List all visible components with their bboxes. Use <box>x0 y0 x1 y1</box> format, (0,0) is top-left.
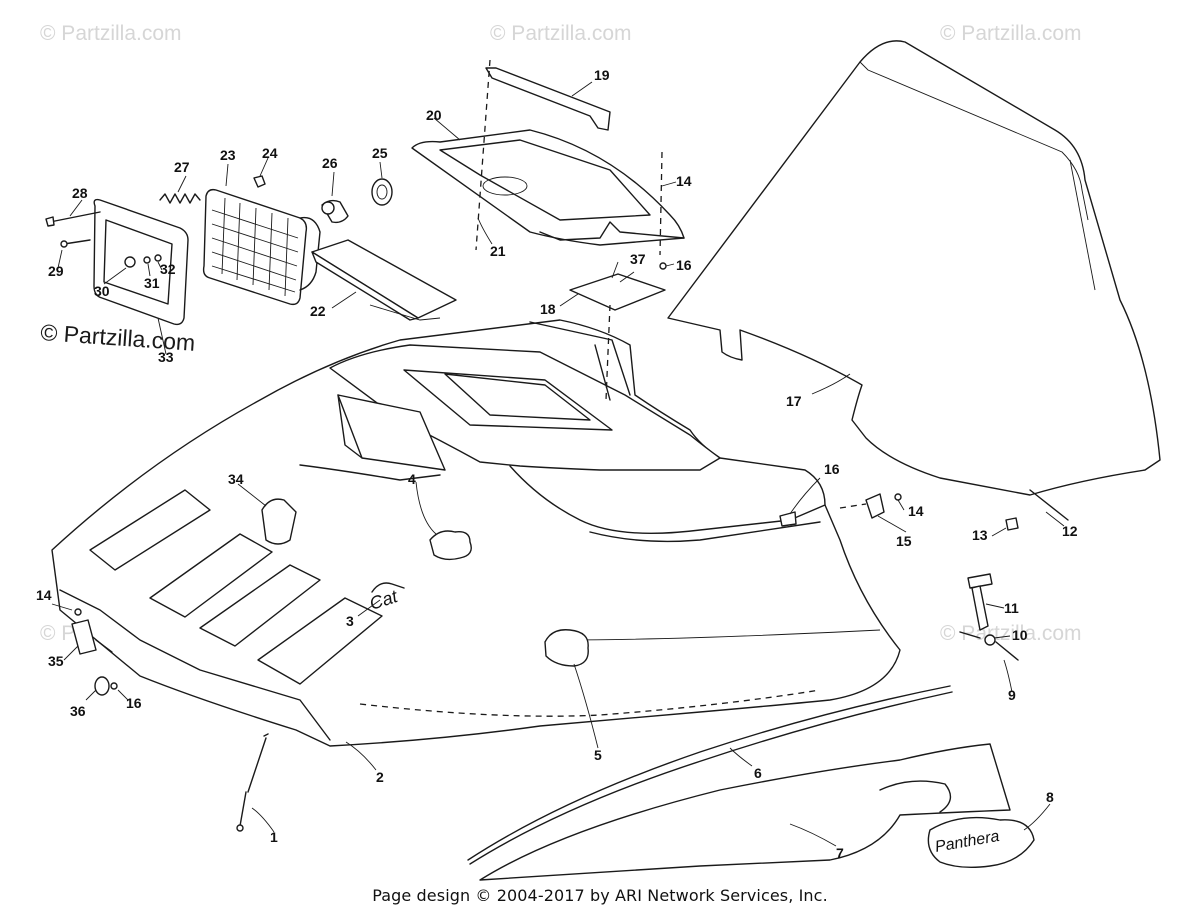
callout-5: 5 <box>594 747 602 763</box>
callout-14-hood: 14 <box>36 587 52 603</box>
callout-labels: 1 2 3 4 5 6 7 8 9 10 11 12 13 14 14 14 1… <box>36 67 1078 861</box>
callout-36: 36 <box>70 703 86 719</box>
watermark: © Partzilla.com <box>940 22 1082 45</box>
callout-2: 2 <box>376 769 384 785</box>
panthera-emblem-script: Panthera <box>934 828 1001 856</box>
callout-28: 28 <box>72 185 88 201</box>
callout-23: 23 <box>220 147 236 163</box>
callout-6: 6 <box>754 765 762 781</box>
hardware-parts: Cat <box>71 489 1069 832</box>
hood-body-part <box>51 319 901 747</box>
windshield-part <box>667 40 1161 496</box>
callout-14-bracket: 14 <box>908 503 924 519</box>
callout-27: 27 <box>174 159 190 175</box>
callout-18: 18 <box>540 301 556 317</box>
callout-17: 17 <box>786 393 802 409</box>
callout-11: 11 <box>1004 600 1019 616</box>
callout-26: 26 <box>322 155 338 171</box>
callout-30: 30 <box>94 283 110 299</box>
callout-1: 1 <box>270 829 278 845</box>
callout-13: 13 <box>972 527 988 543</box>
lens-grid <box>211 197 299 297</box>
trim-strip-part <box>467 685 953 865</box>
callout-16-latch: 16 <box>126 695 142 711</box>
watermark: © Partzilla.com <box>940 622 1082 645</box>
watermark: © Partzilla.com <box>40 22 182 45</box>
grille-openings <box>89 489 383 685</box>
panthera-logo-part: Panthera <box>927 816 1035 869</box>
leader-lines <box>51 81 1065 847</box>
callout-16-tray: 16 <box>676 257 692 273</box>
callout-24: 24 <box>262 145 278 161</box>
footer-copyright: Page design © 2004-2017 by ARI Network S… <box>372 886 828 905</box>
callout-7: 7 <box>836 845 844 861</box>
callout-19: 19 <box>594 67 610 83</box>
callout-15: 15 <box>896 533 912 549</box>
callout-3: 3 <box>346 613 354 629</box>
callout-9: 9 <box>1008 687 1016 703</box>
callout-4: 4 <box>408 471 416 487</box>
callout-21: 21 <box>490 243 506 259</box>
callout-34: 34 <box>228 471 244 487</box>
callout-33: 33 <box>158 349 174 365</box>
callout-25: 25 <box>372 145 388 161</box>
callout-32: 32 <box>160 261 176 277</box>
callout-8: 8 <box>1046 789 1054 805</box>
callout-29: 29 <box>48 263 64 279</box>
callout-10: 10 <box>1012 627 1028 643</box>
watermark: © Partzilla.com <box>490 22 632 45</box>
callout-37: 37 <box>630 251 646 267</box>
callout-20: 20 <box>426 107 442 123</box>
callout-14-windshield: 14 <box>676 173 692 189</box>
callout-12: 12 <box>1062 523 1078 539</box>
callout-31: 31 <box>144 275 160 291</box>
headlight-assembly <box>45 175 457 326</box>
callout-16-hood: 16 <box>824 461 840 477</box>
decal-part <box>479 743 1011 881</box>
callout-22: 22 <box>310 303 326 319</box>
callout-35: 35 <box>48 653 64 669</box>
